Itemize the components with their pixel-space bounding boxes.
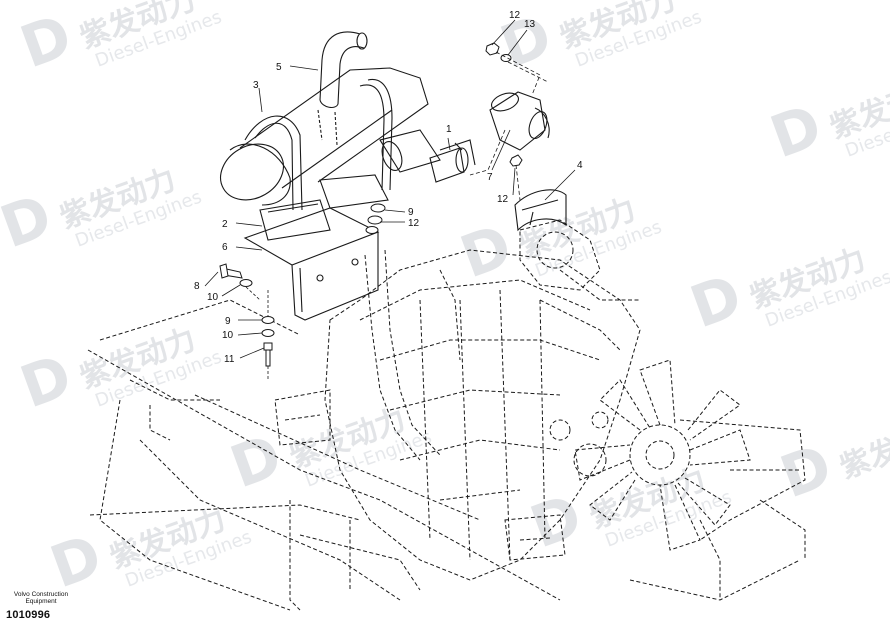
watermark-tile: D 紫发动力 Diesel-Engines	[12, 0, 225, 81]
callout-7: 7	[487, 172, 493, 183]
bolt-11-head	[263, 342, 273, 351]
company-name-line1: Volvo Construction	[13, 591, 69, 598]
watermark-logo: D	[522, 481, 591, 561]
watermark-tile: D 紫发动力 Diesel-Engines	[492, 0, 705, 81]
callout-4: 4	[577, 160, 583, 171]
callout-2: 2	[222, 219, 228, 230]
watermark-logo: D	[762, 91, 831, 171]
watermark-logo: D	[452, 211, 521, 291]
watermark-tile: D 紫发动力 Diesel-Engines	[12, 322, 225, 421]
watermark-logo: D	[12, 1, 81, 81]
watermark-brand-cn: 紫发动力	[836, 412, 890, 486]
watermark-logo: D	[772, 431, 841, 511]
callout-1: 1	[446, 124, 452, 135]
watermark-tile: D 紫发动力 Diesel-Engines	[522, 462, 735, 561]
watermark-logo: D	[682, 261, 751, 341]
callout-5: 5	[276, 62, 282, 73]
nut-12-upper	[365, 226, 379, 234]
nut-12-mid	[509, 154, 523, 167]
callout-6: 6	[222, 242, 228, 253]
callout-12-top: 12	[509, 10, 521, 21]
callout-9-upper: 9	[408, 207, 414, 218]
watermark-tile: D 紫发动力	[772, 412, 890, 511]
watermark-logo: D	[42, 521, 111, 601]
callout-11: 11	[224, 354, 235, 365]
callout-10-upper: 10	[207, 292, 219, 303]
drawing-footer: Volvo Construction Equipment 1010996	[6, 591, 76, 621]
watermark-tile: D 紫发动力 Diesel-Engines	[222, 402, 435, 501]
callout-12-mid: 12	[497, 194, 509, 205]
watermark-layer: D 紫发动力 Diesel-Engines D 紫发动力 Diesel-Engi…	[0, 0, 890, 601]
washer-9-lower	[261, 316, 275, 324]
watermark-tile: D 紫发动力 Diesel-Engines	[0, 162, 205, 261]
callout-13: 13	[524, 19, 536, 30]
watermark-tile: D 紫发动力 Diesel-Engines	[682, 242, 890, 341]
engine-frame-dashed	[87, 219, 806, 611]
watermark-logo: D	[12, 341, 81, 421]
bolt-11-shank	[265, 349, 271, 367]
callout-3: 3	[253, 80, 259, 91]
watermark-tile: D 紫发动力 Diesel-Engines	[762, 72, 890, 171]
watermark-logo: D	[0, 181, 60, 261]
hardware-parts	[219, 42, 523, 367]
watermark-logo: D	[492, 1, 561, 81]
callout-8: 8	[194, 281, 200, 292]
company-name-line2: Equipment	[25, 598, 57, 605]
callout-labels: 1 2 3 4 5 6 7 8 9 10 12 9 10 11 12 13 12	[194, 10, 583, 365]
muffler-assembly	[220, 31, 567, 321]
callout-9-lower: 9	[225, 316, 231, 327]
leader-lines	[204, 19, 576, 380]
watermark-logo: D	[222, 421, 291, 501]
drawing-number: 1010996	[6, 609, 51, 621]
washer-9-upper	[370, 203, 386, 213]
washer-10-lower	[261, 329, 275, 337]
washer-10-left	[239, 279, 253, 287]
washer-12-upper	[367, 215, 383, 225]
callout-12-bracket: 12	[408, 218, 420, 229]
callout-10-lower: 10	[222, 330, 234, 341]
